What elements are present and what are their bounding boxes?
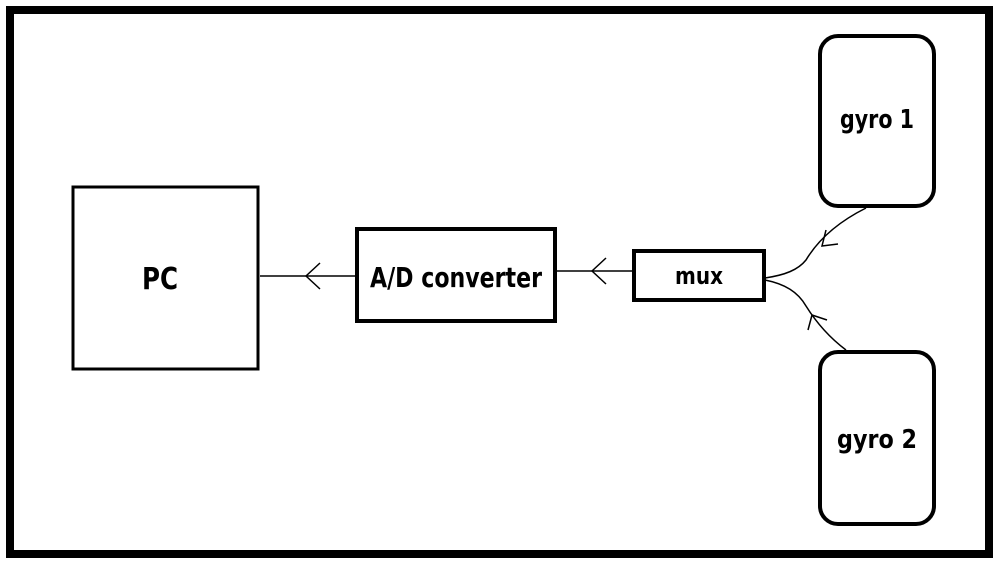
gyro2-to-mux-line: [764, 279, 847, 351]
gyro1-to-mux-connector: [764, 207, 867, 279]
gyro1-label: gyro 1: [840, 105, 914, 135]
pc-box: [71, 185, 260, 371]
adc-to-pc-arrowhead: [304, 262, 321, 290]
adc-to-pc-connector: [260, 262, 356, 290]
mux-box: [632, 249, 766, 302]
gyro2-to-mux-connector: [764, 279, 847, 351]
gyro1-to-mux-line: [764, 207, 867, 279]
mux-to-adc-arrowhead: [590, 257, 607, 285]
pc-node: PC: [71, 185, 260, 371]
mux-node: mux: [632, 249, 766, 302]
adc-label: A/D converter: [370, 261, 542, 294]
adc-box: [355, 227, 557, 323]
adc-node: A/D converter: [355, 227, 557, 323]
gyro2-label: gyro 2: [837, 425, 917, 455]
gyro1-to-mux-arrowhead: [821, 229, 839, 247]
mux-label: mux: [675, 262, 723, 290]
gyro1-node: gyro 1: [818, 34, 936, 208]
mux-to-adc-connector: [557, 257, 633, 285]
gyro1-box: [818, 34, 936, 208]
gyro2-box: [818, 350, 936, 526]
gyro2-to-mux-arrowhead: [807, 314, 828, 331]
pc-label: PC: [142, 263, 178, 297]
gyro2-node: gyro 2: [818, 350, 936, 526]
